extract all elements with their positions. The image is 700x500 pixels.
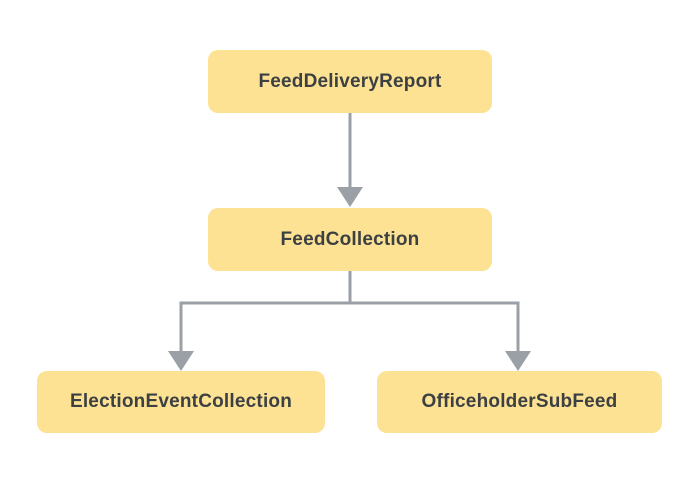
node-feed-delivery-report: FeedDeliveryReport <box>208 50 492 113</box>
node-election-event-collection-label: ElectionEventCollection <box>69 391 293 412</box>
edge-feedcollection-branch-bar-line <box>179 301 520 353</box>
node-feed-collection: FeedCollection <box>208 208 492 271</box>
node-officeholder-sub-feed: OfficeholderSubFeed <box>377 371 662 433</box>
node-feed-delivery-report-label: FeedDeliveryReport <box>258 70 442 92</box>
edge-feedcollection-to-electioneventcollection-arrowhead-icon <box>168 351 194 371</box>
node-officeholder-sub-feed-label: OfficeholderSubFeed <box>421 391 618 412</box>
edge-feedcollection-to-officeholdersubfeed-arrowhead-icon <box>505 351 531 371</box>
node-election-event-collection: ElectionEventCollection <box>37 371 325 433</box>
node-feed-collection-label: FeedCollection <box>280 228 420 250</box>
edge-feeddeliveryreport-to-feedcollection-arrowhead-icon <box>337 187 363 207</box>
